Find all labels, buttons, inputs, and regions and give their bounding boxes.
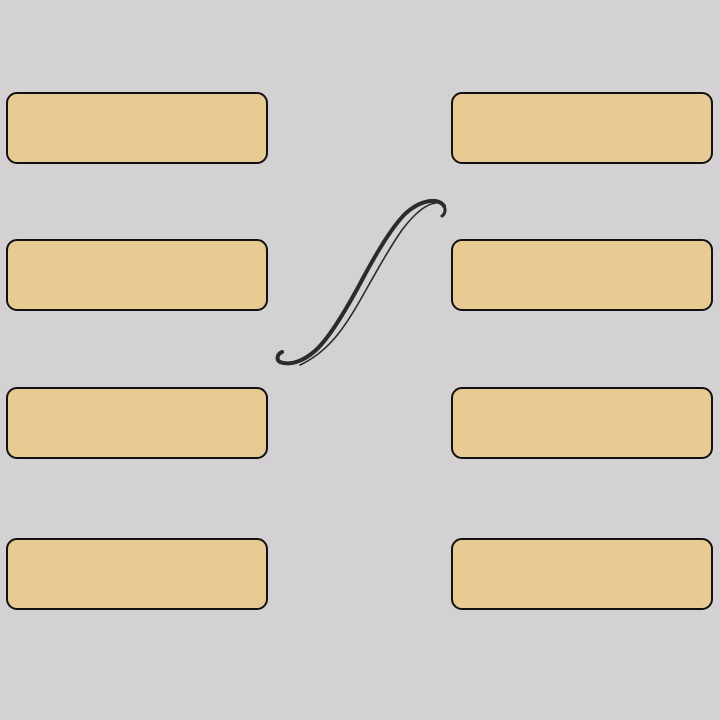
right-card-2 (451, 239, 713, 311)
left-card-4 (6, 538, 268, 610)
left-card-1 (6, 92, 268, 164)
right-card-4 (451, 538, 713, 610)
right-card-3 (451, 387, 713, 459)
left-card-3 (6, 387, 268, 459)
right-card-1 (451, 92, 713, 164)
left-card-2 (6, 239, 268, 311)
